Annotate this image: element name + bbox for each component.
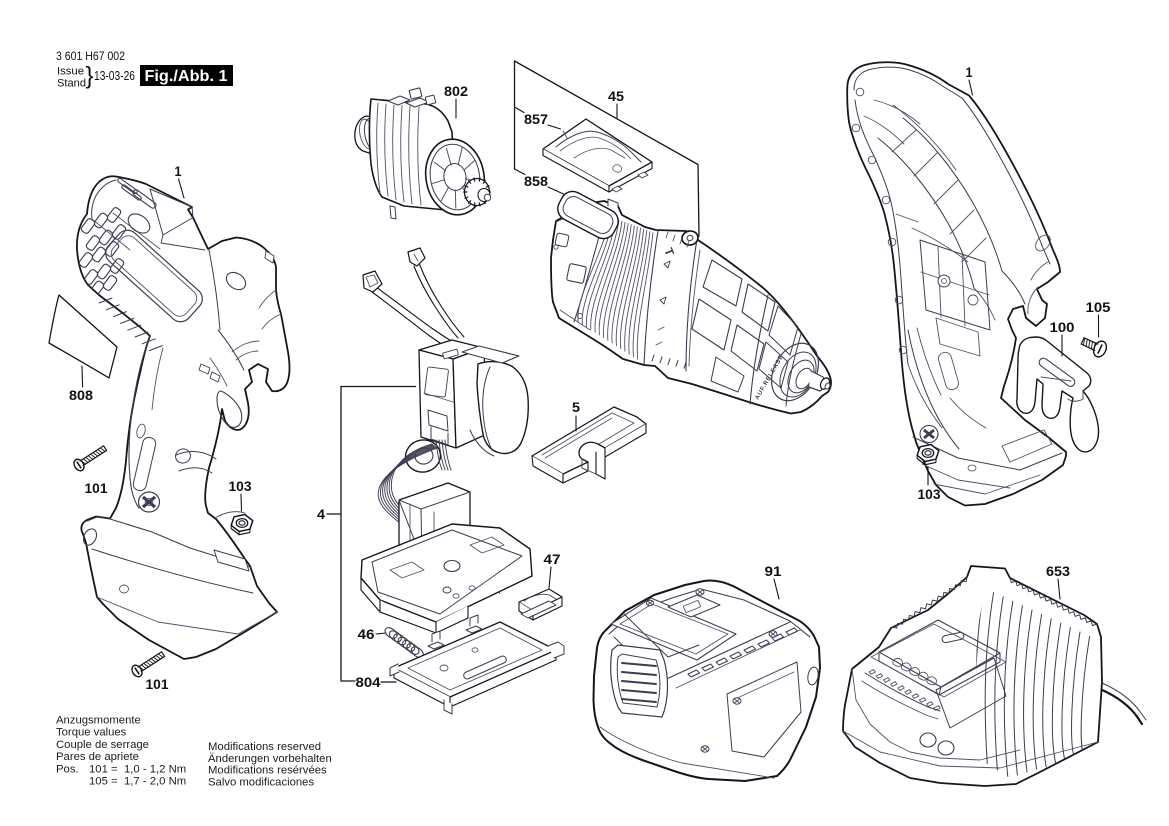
svg-text:1,0 - 1,2 Nm: 1,0 - 1,2 Nm	[124, 763, 186, 775]
svg-text:101 =: 101 =	[89, 763, 118, 775]
svg-text:103: 103	[918, 487, 941, 502]
svg-text:Anzugsmomente: Anzugsmomente	[56, 715, 141, 727]
svg-text:5: 5	[572, 399, 580, 415]
svg-text:46: 46	[358, 627, 376, 642]
svg-text:91: 91	[765, 564, 783, 579]
svg-text:Stand: Stand	[57, 78, 86, 90]
svg-text:13-03-26: 13-03-26	[94, 69, 135, 83]
svg-text:Modifications reserved: Modifications reserved	[208, 741, 321, 753]
svg-text:1: 1	[175, 163, 182, 179]
svg-text:Issue: Issue	[57, 66, 84, 78]
svg-text:}: }	[86, 63, 94, 90]
svg-text:Pares de apriete: Pares de apriete	[56, 751, 139, 763]
svg-text:Couple de serrage: Couple de serrage	[56, 739, 149, 751]
svg-text:101: 101	[146, 677, 169, 692]
svg-text:802: 802	[444, 84, 468, 99]
svg-text:Salvo modificaciones: Salvo modificaciones	[208, 776, 314, 788]
svg-text:Pos.: Pos.	[56, 763, 79, 775]
svg-text:103: 103	[229, 479, 252, 494]
svg-text:Modifications resérvées: Modifications resérvées	[208, 765, 327, 777]
svg-text:857: 857	[524, 112, 548, 127]
svg-text:45: 45	[608, 89, 625, 104]
svg-text:105: 105	[1086, 300, 1112, 315]
svg-text:1: 1	[966, 64, 973, 80]
svg-text:4: 4	[317, 506, 325, 522]
svg-text:101: 101	[85, 481, 108, 496]
svg-text:1,7 - 2,0 Nm: 1,7 - 2,0 Nm	[124, 776, 186, 788]
svg-text:105 =: 105 =	[89, 776, 118, 788]
svg-text:808: 808	[69, 388, 94, 403]
svg-text:Fig./Abb. 1: Fig./Abb. 1	[145, 68, 228, 85]
svg-text:Änderungen vorbehalten: Änderungen vorbehalten	[208, 753, 332, 765]
svg-text:653: 653	[1046, 564, 1071, 579]
svg-text:858: 858	[524, 174, 549, 189]
svg-text:Torque values: Torque values	[56, 727, 127, 739]
svg-text:3 601 H67 002: 3 601 H67 002	[56, 49, 125, 63]
svg-text:804: 804	[356, 675, 382, 690]
svg-text:100: 100	[1050, 320, 1075, 335]
svg-text:47: 47	[544, 552, 561, 567]
